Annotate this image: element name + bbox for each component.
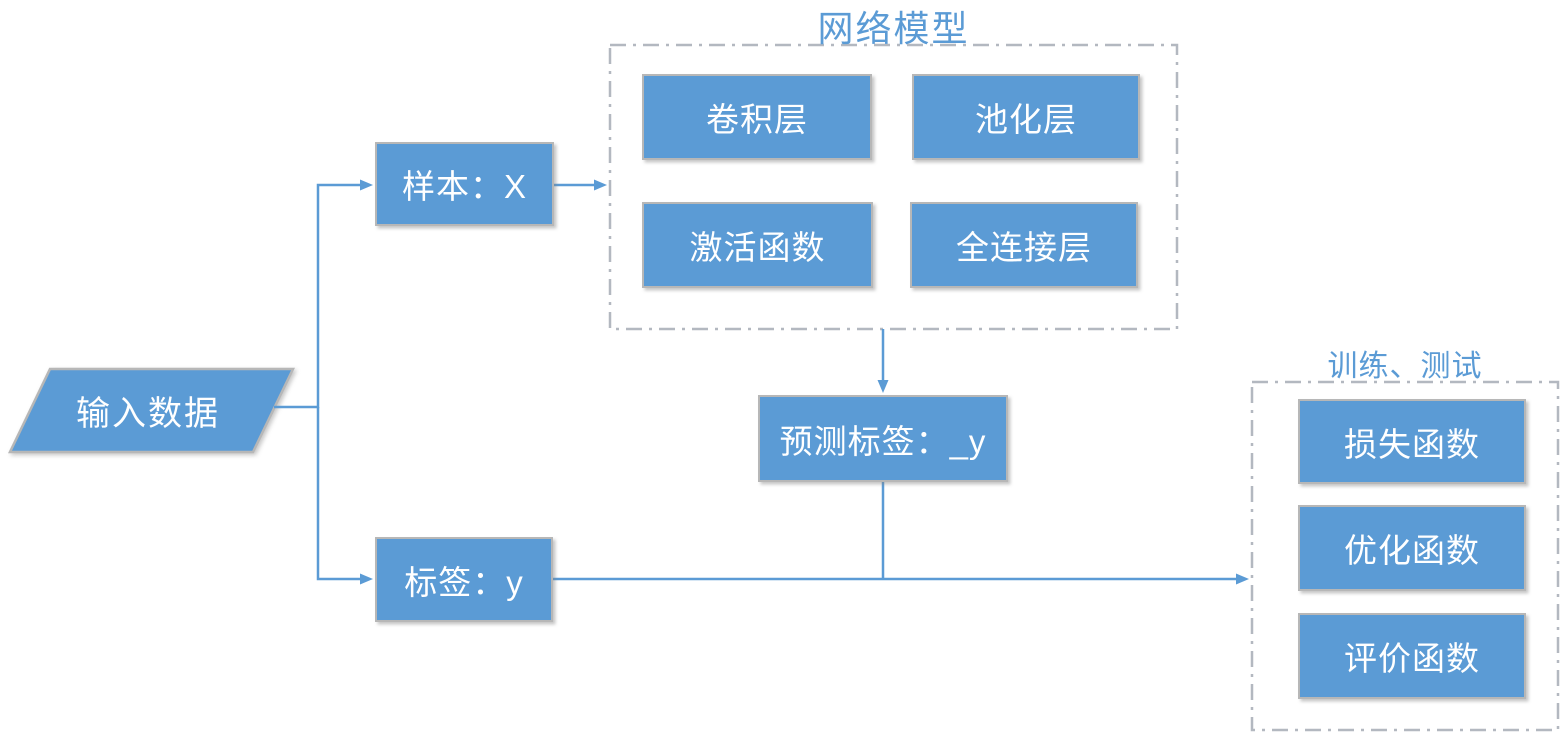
train-test-title: 训练、测试	[1327, 350, 1483, 383]
predicted-label-box: 预测标签：_y	[758, 395, 1008, 482]
arrow-input-to-sample	[274, 179, 373, 409]
sample-box: 样本：X	[375, 142, 554, 226]
fully-connected-layer-box: 全连接层	[910, 202, 1138, 288]
train-test-container-border	[1250, 380, 1560, 732]
network-model-group: 网络模型 卷积层 池化层 激活函数 全连接层	[610, 8, 1177, 329]
optimizer-function-box: 优化函数	[1298, 505, 1526, 591]
input-node-label: 输入数据	[76, 395, 220, 433]
input-parallelogram-shape	[8, 367, 295, 454]
activation-function-box: 激活函数	[642, 202, 873, 288]
evaluation-function-box: 评价函数	[1298, 613, 1526, 699]
conv-layer-box: 卷积层	[642, 74, 872, 160]
loss-function-box: 损失函数	[1298, 399, 1526, 484]
pooling-layer-box: 池化层	[912, 74, 1140, 160]
network-model-title: 网络模型	[817, 8, 970, 49]
train-test-group: 训练、测试 损失函数 优化函数 评价函数	[1252, 350, 1558, 730]
network-model-container-border	[608, 43, 1179, 331]
arrow-input-to-label	[316, 407, 373, 585]
label-box: 标签：y	[375, 537, 553, 622]
